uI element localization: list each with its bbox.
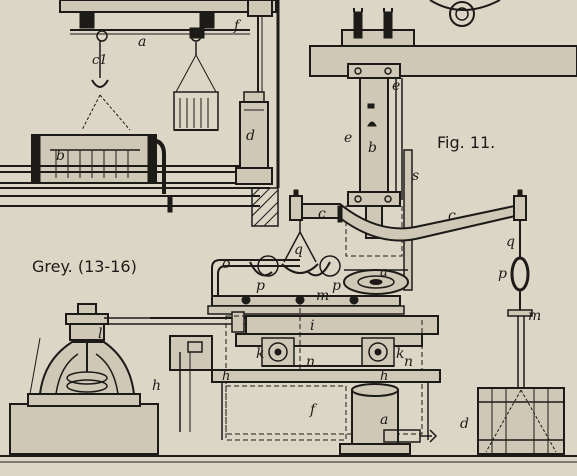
label-a-top: a (138, 34, 146, 50)
label-m-center: m (316, 288, 329, 304)
press-cylinder (339, 383, 438, 455)
label-c-left: c (318, 206, 326, 222)
overhead-rail-assembly (59, 0, 277, 131)
right-crate (477, 387, 565, 455)
label-d-left: d (246, 128, 255, 144)
label-n-right: n (404, 354, 413, 370)
label-b-mid: b (368, 140, 377, 156)
small-press (9, 303, 159, 455)
base-beam-h (211, 369, 441, 441)
label-o: o (222, 256, 230, 272)
fig-caption: Fig. 11. (437, 133, 495, 152)
label-p-mid: p (332, 278, 341, 294)
cross-beam (289, 189, 527, 242)
label-d-right: d (460, 416, 469, 432)
label-a-base: a (380, 412, 388, 428)
label-c1: c1 (92, 53, 108, 68)
label-h-beam: h (380, 369, 388, 384)
label-h-frame: h (222, 369, 230, 384)
label-f-base: f (309, 402, 318, 418)
label-f-top: f (233, 18, 242, 34)
label-i: i (310, 318, 314, 334)
right-chain (507, 220, 533, 388)
label-h-left: h (152, 378, 161, 394)
ceiling-beam (309, 8, 577, 79)
grey-caption: Grey. (13-16) (32, 257, 137, 276)
label-m-right: m (528, 308, 541, 324)
wheels-k (261, 337, 395, 367)
pulley-wheel (343, 269, 409, 295)
label-q-center: q (294, 242, 303, 258)
label-e-mid: e (344, 130, 352, 146)
label-c-right: c (448, 208, 456, 224)
label-q-right: q (506, 234, 515, 250)
dipping-tank (0, 134, 270, 213)
press-frame (150, 295, 439, 435)
feed-pipe-o (211, 259, 300, 296)
vertical-column (235, 0, 273, 185)
ground-line (0, 455, 577, 463)
label-s: s (412, 168, 419, 184)
label-a-wheel: a (380, 265, 388, 280)
label-l: l (98, 326, 102, 342)
label-p-right: p (498, 266, 507, 282)
label-b-left: b (56, 148, 65, 164)
vertical-rod-s (403, 149, 413, 291)
label-k-left: k (256, 346, 264, 362)
label-e-right: e (392, 78, 400, 94)
label-k-right: k (396, 346, 404, 362)
top-right-hook (429, 0, 501, 27)
label-p-left: p (256, 278, 265, 294)
label-n-left: n (306, 354, 315, 370)
hatched-wall (251, 0, 280, 227)
